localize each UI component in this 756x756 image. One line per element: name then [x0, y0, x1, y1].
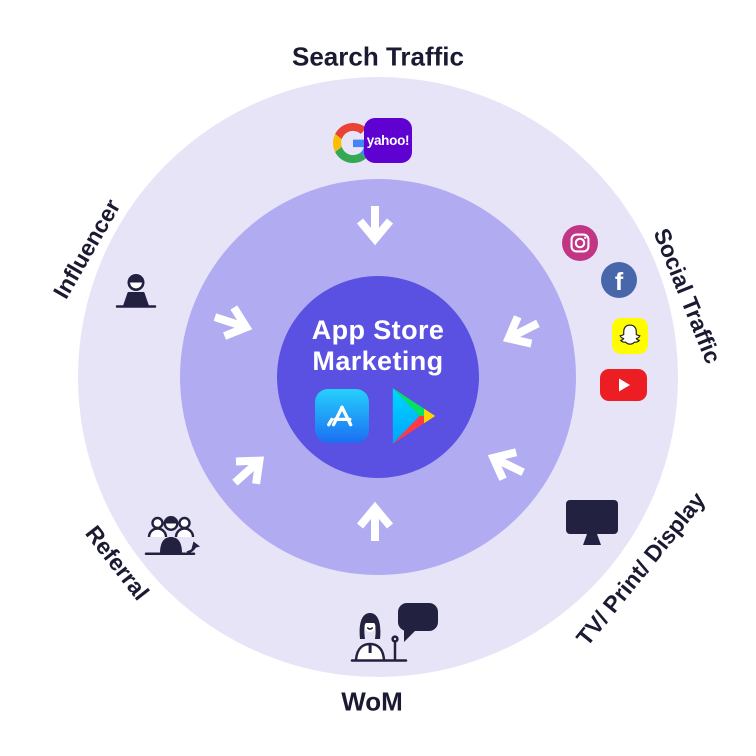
arrow-lower-right-inward — [487, 448, 525, 481]
arrow-lower-left-inward — [232, 456, 265, 486]
arrow-top-inward — [356, 206, 394, 246]
center-circle: App Store Marketing — [277, 276, 479, 478]
app-store-icon — [315, 388, 369, 443]
label-search-traffic: Search Traffic — [292, 41, 464, 72]
center-title: App Store Marketing — [312, 315, 445, 375]
google-play-icon — [392, 387, 436, 444]
yahoo-icon: yahoo! — [364, 118, 412, 163]
arrow-upper-left-inward — [213, 305, 253, 340]
snapchat-icon — [612, 318, 648, 354]
word-of-mouth-icon — [350, 603, 438, 662]
store-icons — [315, 387, 441, 445]
referral-group-icon — [144, 515, 200, 556]
facebook-icon: f — [601, 262, 637, 298]
youtube-icon — [600, 369, 647, 401]
label-wom: WoM — [341, 686, 403, 717]
yahoo-wordmark: yahoo! — [366, 133, 410, 148]
tv-icon — [566, 500, 618, 545]
center-title-line1: App Store — [311, 315, 445, 346]
influencer-person-icon — [115, 274, 157, 308]
facebook-letter: f — [614, 268, 624, 296]
center-title-line2: Marketing — [312, 345, 444, 376]
arrow-bottom-inward — [356, 501, 394, 541]
arrow-upper-right-inward — [502, 315, 540, 348]
instagram-icon — [562, 225, 598, 261]
